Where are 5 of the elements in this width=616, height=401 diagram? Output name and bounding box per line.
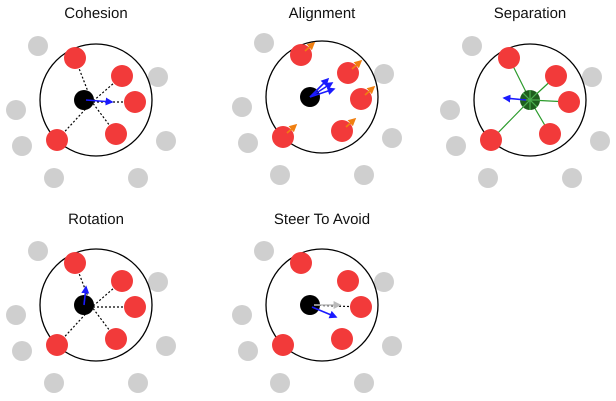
panel-title: Alignment: [288, 5, 356, 22]
panel-title: Rotation: [68, 211, 124, 228]
panel-title: Steer To Avoid: [274, 211, 370, 228]
panel-title: Separation: [494, 5, 566, 22]
panel-title: Cohesion: [64, 5, 128, 22]
